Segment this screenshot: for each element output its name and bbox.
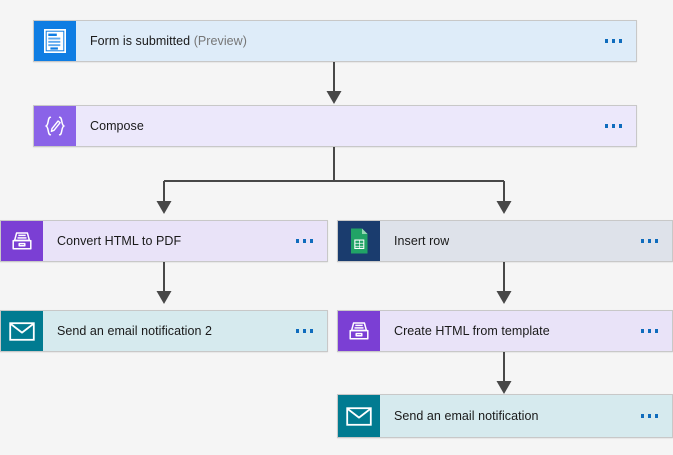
ellipsis-dot bbox=[604, 124, 608, 128]
ellipsis-dot bbox=[654, 239, 658, 243]
node-title-text: Create HTML from template bbox=[394, 324, 550, 338]
node-title-text: Convert HTML to PDF bbox=[57, 234, 182, 248]
node-title: Convert HTML to PDF bbox=[57, 234, 181, 248]
flow-node-create-html-from-template[interactable]: Create HTML from template bbox=[337, 310, 673, 352]
node-title-text: Send an email notification bbox=[394, 409, 539, 423]
ellipsis-dot bbox=[618, 39, 622, 43]
flow-node-insert-row[interactable]: Insert row bbox=[337, 220, 673, 262]
node-body: Compose bbox=[76, 106, 636, 146]
ellipsis-dot bbox=[647, 239, 651, 243]
ellipsis-dot bbox=[654, 414, 658, 418]
envelope-icon bbox=[1, 311, 43, 351]
node-body: Send an email notification bbox=[380, 395, 672, 437]
ellipsis-dot bbox=[295, 239, 299, 243]
ellipsis-dot bbox=[640, 414, 644, 418]
node-title-text: Compose bbox=[90, 119, 144, 133]
node-more-commands-button[interactable] bbox=[639, 325, 661, 337]
flow-node-convert-html-to-pdf[interactable]: Convert HTML to PDF bbox=[0, 220, 328, 262]
document-drawer-icon bbox=[1, 221, 43, 261]
node-title: Send an email notification 2 bbox=[57, 324, 212, 338]
ellipsis-dot bbox=[647, 414, 651, 418]
node-title: Form is submitted (Preview) bbox=[90, 34, 247, 48]
node-title-suffix: (Preview) bbox=[190, 34, 247, 48]
ellipsis-dot bbox=[611, 124, 615, 128]
ellipsis-dot bbox=[309, 239, 313, 243]
google-sheets-icon bbox=[338, 221, 380, 261]
microsoft-forms-icon bbox=[34, 21, 76, 61]
node-title-text: Insert row bbox=[394, 234, 450, 248]
node-more-commands-button[interactable] bbox=[294, 325, 316, 337]
envelope-icon bbox=[338, 395, 380, 437]
node-more-commands-button[interactable] bbox=[603, 35, 625, 47]
node-title-text: Send an email notification 2 bbox=[57, 324, 212, 338]
node-title-text: Form is submitted bbox=[90, 34, 191, 48]
ellipsis-dot bbox=[640, 239, 644, 243]
node-body: Convert HTML to PDF bbox=[43, 221, 327, 261]
ellipsis-dot bbox=[611, 39, 615, 43]
ellipsis-dot bbox=[618, 124, 622, 128]
ellipsis-dot bbox=[295, 329, 299, 333]
ellipsis-dot bbox=[302, 329, 306, 333]
flow-node-form-is-submitted[interactable]: Form is submitted (Preview) bbox=[33, 20, 637, 62]
node-title: Create HTML from template bbox=[394, 324, 550, 338]
flow-node-send-an-email-notification[interactable]: Send an email notification bbox=[337, 394, 673, 438]
node-body: Form is submitted (Preview) bbox=[76, 21, 636, 61]
node-more-commands-button[interactable] bbox=[639, 235, 661, 247]
ellipsis-dot bbox=[604, 39, 608, 43]
node-body: Create HTML from template bbox=[380, 311, 672, 351]
node-more-commands-button[interactable] bbox=[603, 120, 625, 132]
node-title: Compose bbox=[90, 119, 144, 133]
ellipsis-dot bbox=[640, 329, 644, 333]
node-body: Insert row bbox=[380, 221, 672, 261]
node-title: Send an email notification bbox=[394, 409, 538, 423]
node-body: Send an email notification 2 bbox=[43, 311, 327, 351]
document-drawer-icon bbox=[338, 311, 380, 351]
ellipsis-dot bbox=[309, 329, 313, 333]
flow-node-compose[interactable]: Compose bbox=[33, 105, 637, 147]
node-more-commands-button[interactable] bbox=[294, 235, 316, 247]
ellipsis-dot bbox=[654, 329, 658, 333]
ellipsis-dot bbox=[647, 329, 651, 333]
node-more-commands-button[interactable] bbox=[639, 410, 661, 422]
ellipsis-dot bbox=[302, 239, 306, 243]
compose-braces-pencil-icon bbox=[34, 106, 76, 146]
flow-node-send-an-email-notification-2[interactable]: Send an email notification 2 bbox=[0, 310, 328, 352]
node-title: Insert row bbox=[394, 234, 449, 248]
